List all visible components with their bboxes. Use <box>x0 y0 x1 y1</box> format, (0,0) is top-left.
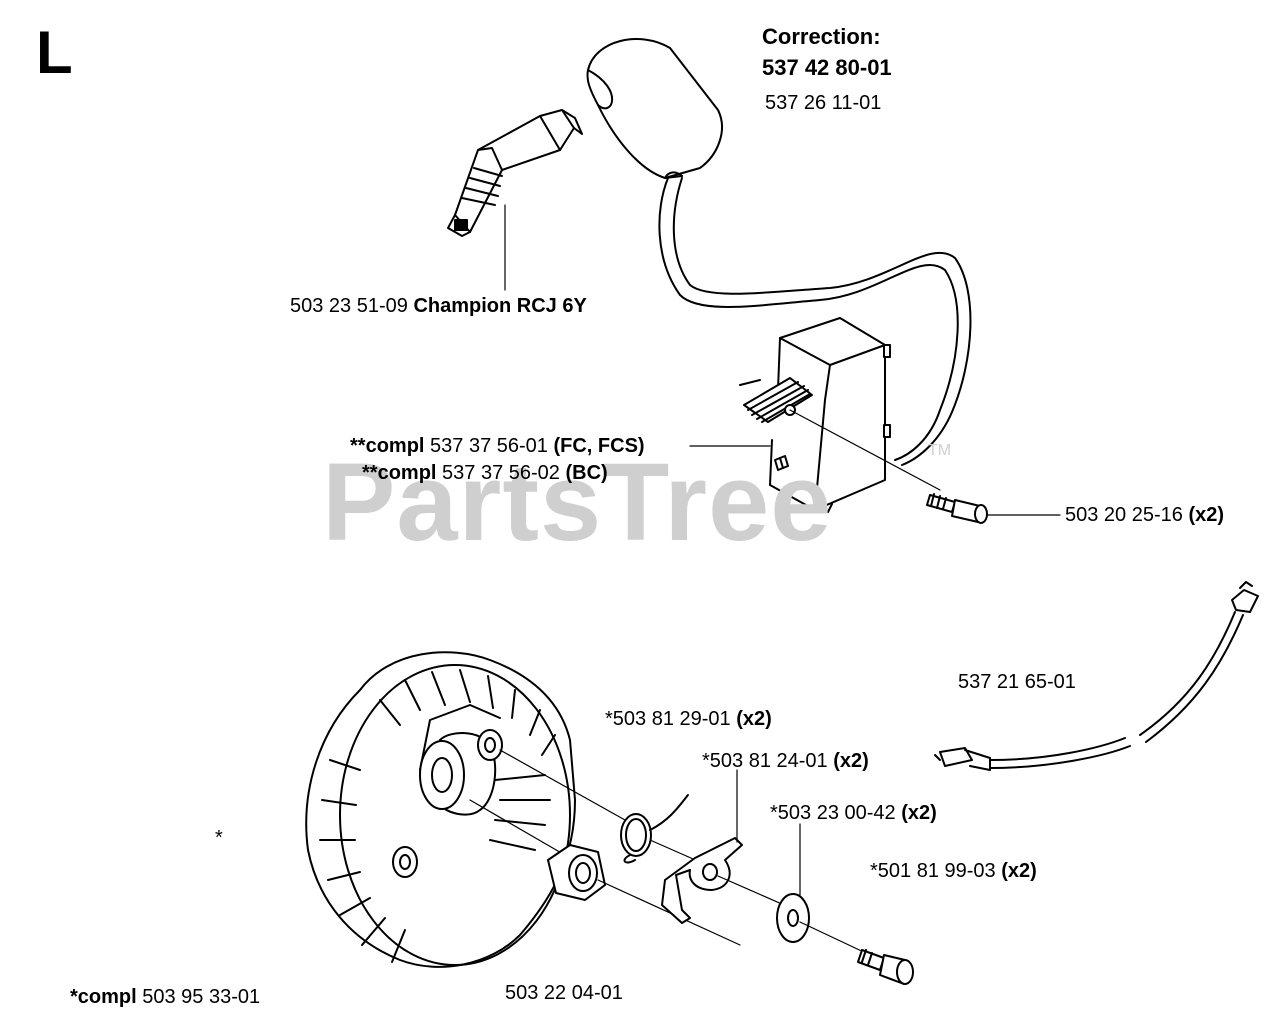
pawl-screw-quantity: (x2) <box>1001 860 1037 882</box>
ignition-module-drawing <box>689 317 941 513</box>
section-letter: L <box>36 19 73 86</box>
correction-title: Correction: <box>762 24 881 49</box>
ignition-module-fc-label[interactable]: **compl 537 37 56-01 (FC, FCS) <box>350 434 645 458</box>
pawl-drawing <box>661 769 801 924</box>
ignition-module-bc-label[interactable]: **compl 537 37 56-02 (BC) <box>362 461 608 485</box>
washer-quantity: (x2) <box>901 802 937 824</box>
washer-drawing <box>776 823 871 956</box>
module-screw-drawing <box>926 493 1061 524</box>
wire-label[interactable]: 537 21 65-01 <box>958 670 1076 694</box>
correction-number: 537 42 80-01 <box>762 55 892 80</box>
flywheel-label[interactable]: *compl 503 95 33-01 <box>70 985 260 1009</box>
spring-part-number: *503 81 29-01 <box>605 708 731 730</box>
washer-part-number: *503 23 00-42 <box>770 802 896 824</box>
flywheel-asterisk: * <box>215 827 223 849</box>
nut-part-number: 503 22 04-01 <box>505 982 623 1004</box>
pawl-label[interactable]: *503 81 24-01 (x2) <box>702 749 869 773</box>
flywheel-part-number: 503 95 33-01 <box>142 986 261 1008</box>
spark-plug-boot-drawing <box>586 38 723 179</box>
boot-part-number[interactable]: 537 26 11-01 <box>765 92 882 114</box>
ignition-lead-drawing <box>658 177 972 466</box>
wire-part-number: 537 21 65-01 <box>958 671 1076 693</box>
flywheel-drawing <box>305 651 626 968</box>
module-screw-part-number: 503 20 25-16 <box>1065 504 1183 526</box>
spark-plug-part-number: 503 23 51-09 <box>290 295 408 317</box>
pawl-quantity: (x2) <box>833 750 869 772</box>
pawl-screw-drawing <box>857 949 914 985</box>
spark-plug-description: Champion RCJ 6Y <box>413 295 587 317</box>
watermark-trademark: TM <box>928 442 952 459</box>
module-fc-prefix: **compl <box>350 435 425 457</box>
spring-quantity: (x2) <box>736 708 772 730</box>
module-screw-label[interactable]: 503 20 25-16 (x2) <box>1065 503 1224 527</box>
stop-wire-drawing <box>934 581 1259 771</box>
watermark: PartsTree <box>322 441 833 564</box>
pawl-part-number: *503 81 24-01 <box>702 750 828 772</box>
flywheel-prefix: *compl <box>70 986 137 1008</box>
spring-drawing <box>620 794 701 864</box>
module-fc-description: (FC, FCS) <box>553 435 645 457</box>
washer-label[interactable]: *503 23 00-42 (x2) <box>770 801 937 825</box>
spark-plug-drawing <box>447 109 583 291</box>
module-fc-part-number: 537 37 56-01 <box>430 435 548 457</box>
nut-label[interactable]: 503 22 04-01 <box>505 981 623 1005</box>
module-bc-description: (BC) <box>565 462 608 484</box>
spring-label[interactable]: *503 81 29-01 (x2) <box>605 707 772 731</box>
module-bc-part-number: 537 37 56-02 <box>442 462 560 484</box>
flywheel-nut-drawing <box>547 844 741 946</box>
pawl-screw-part-number: *501 81 99-03 <box>870 860 996 882</box>
spark-plug-label[interactable]: 503 23 51-09 Champion RCJ 6Y <box>290 294 587 318</box>
module-bc-prefix: **compl <box>362 462 437 484</box>
pawl-screw-label[interactable]: *501 81 99-03 (x2) <box>870 859 1037 883</box>
module-screw-quantity: (x2) <box>1188 504 1225 526</box>
